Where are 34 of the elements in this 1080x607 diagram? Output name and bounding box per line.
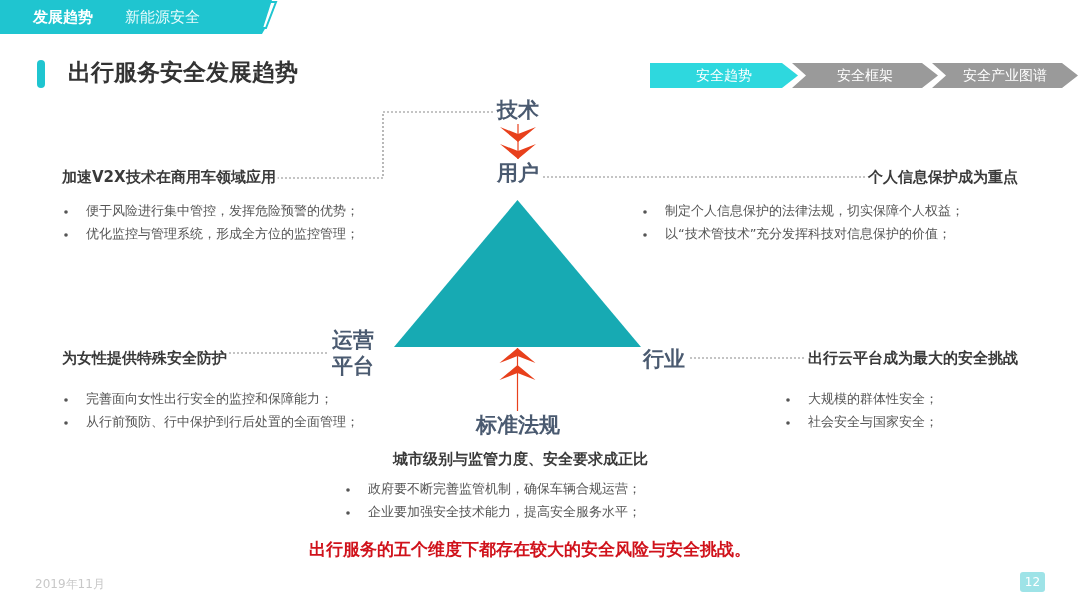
bullet-item: 优化监控与管理系统，形成全方位的监控管理； [86, 225, 359, 243]
heading-text: 出行云平台成为最大的安全挑战 [808, 348, 1018, 368]
category-label: 用户 [495, 160, 541, 186]
bullet-item: 从行前预防、行中保护到行后处置的全面管理； [86, 413, 359, 431]
leader-line [542, 176, 867, 178]
page-number: 12 [1020, 572, 1045, 592]
category-label: 行业 [640, 346, 688, 372]
leader-line [277, 111, 494, 179]
bullet-item: 政府要不断完善监管机制，确保车辆合规运营； [368, 480, 641, 498]
page-title: 出行服务安全发展趋势 [68, 58, 298, 87]
conclusion-text: 出行服务的五个维度下都存在较大的安全风险与安全挑战。 [308, 538, 752, 561]
heading-text: 为女性提供特殊安全防护 [62, 348, 227, 368]
heading-text: 城市级别与监管力度、安全要求成正比 [391, 449, 649, 469]
breadcrumb-tab: 安全框架 [792, 63, 938, 88]
bullet-item: 企业要加强安全技术能力，提高安全服务水平； [368, 503, 641, 521]
breadcrumb-tab: 安全产业图谱 [932, 63, 1078, 88]
breadcrumb-tab: 安全趋势 [650, 63, 798, 88]
heading-text: 个人信息保护成为重点 [868, 167, 1018, 187]
bullet-item: 制定个人信息保护的法律法规，切实保障个人权益； [665, 202, 964, 220]
triangle-shape [394, 200, 641, 347]
section-label: 新能源安全 [125, 8, 200, 27]
category-label: 运营平台 [329, 327, 377, 379]
header-band [0, 0, 272, 34]
bullet-item: 大规模的群体性安全； [808, 390, 938, 408]
section-label: 发展趋势 [33, 8, 93, 27]
heading-text: 加速V2X技术在商用车领域应用 [62, 167, 276, 187]
bullet-item: 便于风险进行集中管控，发挥危险预警的优势； [86, 202, 359, 220]
leader-line [689, 357, 807, 359]
bullet-item: 社会安全与国家安全； [808, 413, 938, 431]
bullet-item: 完善面向女性出行安全的监控和保障能力； [86, 390, 333, 408]
category-label: 技术 [495, 97, 541, 123]
category-label: 标准法规 [470, 412, 565, 438]
leader-line [228, 352, 328, 354]
bullet-item: 以“技术管技术”充分发挥科技对信息保护的价值； [665, 225, 952, 243]
